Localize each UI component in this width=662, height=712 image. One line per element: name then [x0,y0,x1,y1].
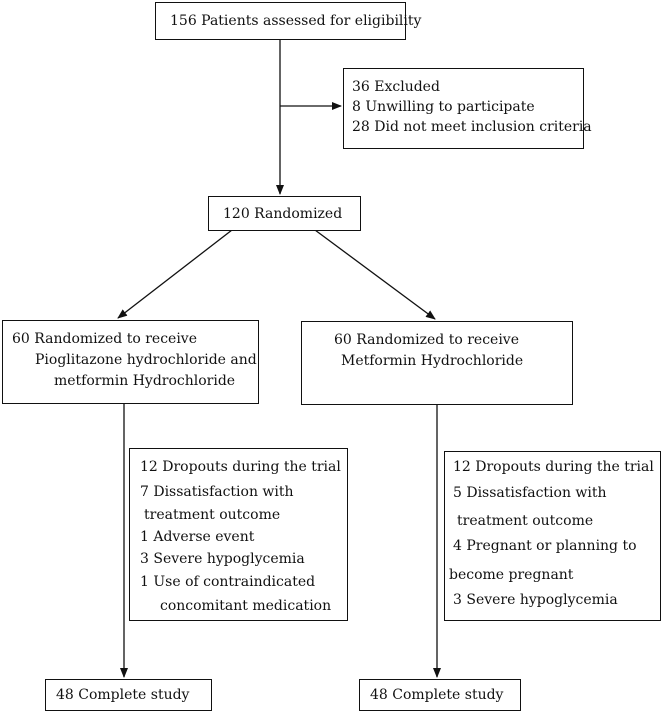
right-complete-line: 48 Complete study [370,687,504,703]
left-dropouts-line: 12 Dropouts during the trial [140,459,341,475]
eligibility-line: 156 Patients assessed for eligibility [170,13,422,29]
left-dropouts-line: 1 Adverse event [140,529,255,545]
right-dropouts-line: 5 Dissatisfaction with [453,485,607,501]
arrow-randomized-to-right-arm [314,229,436,320]
left-arm-line: Pioglitazone hydrochloride and [35,352,257,368]
right-arm-box: 60 Randomized to receive Metformin Hydro… [301,321,573,405]
right-arm-line: Metformin Hydrochloride [341,353,524,369]
right-dropouts-line: 3 Severe hypoglycemia [453,592,618,608]
randomized-line: 120 Randomized [223,206,343,222]
arrow-randomized-to-left-arm [117,229,233,319]
randomized-box: 120 Randomized [208,196,361,231]
excluded-line: 36 Excluded [352,79,440,95]
left-dropouts-line: 7 Dissatisfaction with [140,484,294,500]
right-dropouts-line: 4 Pregnant or planning to [453,538,637,554]
right-dropouts-box: 12 Dropouts during the trial 5 Dissatisf… [444,451,661,621]
left-arm-box: 60 Randomized to receive Pioglitazone hy… [2,320,259,404]
right-dropouts-line: 12 Dropouts during the trial [453,459,654,475]
left-dropouts-line: treatment outcome [144,507,281,523]
left-dropouts-box: 12 Dropouts during the trial 7 Dissatisf… [129,448,348,621]
right-dropouts-line: treatment outcome [457,513,594,529]
excluded-box: 36 Excluded 8 Unwilling to participate 2… [343,68,592,149]
left-dropouts-line: concomitant medication [160,598,332,614]
excluded-line: 28 Did not meet inclusion criteria [352,119,592,135]
left-dropouts-line: 3 Severe hypoglycemia [140,551,305,567]
left-complete-box: 48 Complete study [45,679,212,711]
left-arm-line: metformin Hydrochloride [54,373,236,389]
left-complete-line: 48 Complete study [56,687,190,703]
eligibility-box: 156 Patients assessed for eligibility [155,2,421,40]
left-dropouts-line: 1 Use of contraindicated [140,574,316,590]
excluded-line: 8 Unwilling to participate [352,99,535,115]
right-complete-box: 48 Complete study [359,679,521,711]
right-dropouts-line: become pregnant [449,567,574,583]
left-arm-line: 60 Randomized to receive [12,331,197,347]
right-arm-line: 60 Randomized to receive [334,332,519,348]
